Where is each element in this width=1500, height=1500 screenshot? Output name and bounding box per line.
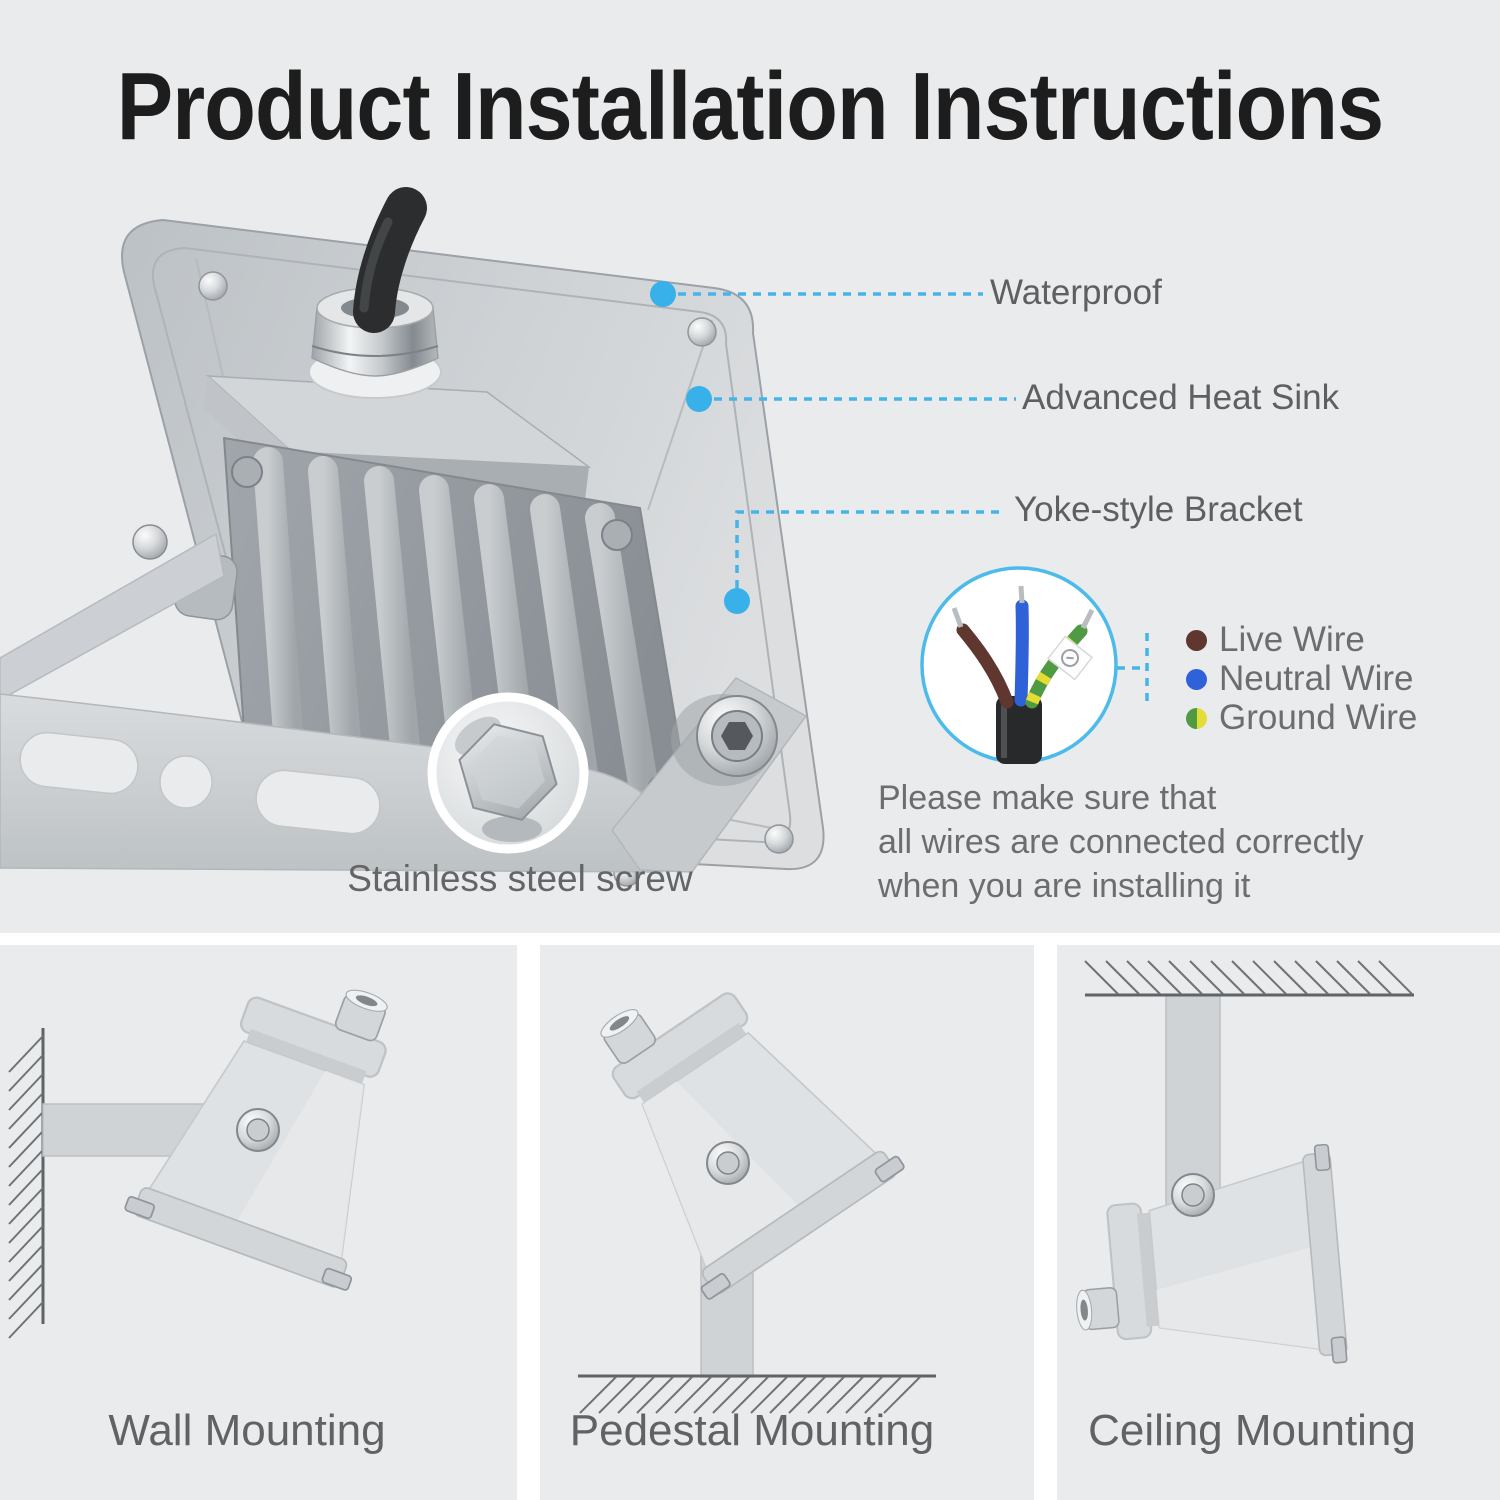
- wire-detail-magnifier-icon: [920, 566, 1118, 764]
- screw-label: Stainless steel screw: [347, 858, 693, 899]
- legend-label-live: Live Wire: [1219, 620, 1365, 659]
- corner-screw-icon: [198, 271, 228, 301]
- neutral-wire-dot-icon: [1186, 668, 1207, 690]
- panel-ceiling-mounting: [1063, 960, 1414, 1387]
- left-pivot-bolt-icon: [132, 524, 168, 560]
- cable-sheath-icon: [996, 696, 1042, 764]
- callout-heat-sink: Advanced Heat Sink: [1022, 378, 1340, 417]
- divider-vertical-left: [517, 933, 540, 1500]
- wiring-note-line: Please make sure that: [878, 779, 1217, 817]
- callout-bracket: Yoke-style Bracket: [1014, 490, 1303, 529]
- ground-wire-icon: [1025, 624, 1088, 709]
- panel-pedestal-mounting: [546, 940, 936, 1414]
- legend-item-neutral: Neutral Wire: [1186, 658, 1413, 700]
- legend-label-ground: Ground Wire: [1219, 698, 1418, 737]
- corner-screw-icon: [687, 317, 717, 347]
- leader-line-wires: [1102, 633, 1149, 703]
- ground-wire-dot-icon: [1186, 707, 1207, 729]
- pedestal-floodlight-icon: [546, 940, 907, 1303]
- screw-magnifier-icon: [427, 692, 589, 854]
- side-mounting-bolt-icon: [671, 694, 778, 786]
- page-title: Product Installation Instructions: [116, 53, 1384, 160]
- wall-pivot-bolt-icon: [236, 1108, 280, 1152]
- power-cable-icon: [353, 187, 427, 333]
- wiring-note: Please make sure that all wires are conn…: [878, 776, 1364, 908]
- divider-horizontal: [0, 933, 1500, 945]
- panel-label-ceiling: Ceiling Mounting: [1088, 1406, 1416, 1455]
- panel-label-wall: Wall Mounting: [108, 1406, 386, 1455]
- panel-wall-mounting: [8, 940, 447, 1339]
- bracket-arm: [0, 532, 225, 701]
- ground-hatch-icon: [579, 1376, 921, 1414]
- panel-label-pedestal: Pedestal Mounting: [569, 1406, 935, 1455]
- wire-tag-icon: [1046, 635, 1094, 681]
- corner-screw-icon: [764, 824, 794, 854]
- wiring-note-line: when you are installing it: [878, 867, 1251, 905]
- legend-item-ground: Ground Wire: [1186, 697, 1417, 739]
- live-wire-icon: [956, 623, 1014, 709]
- pedestal-pivot-bolt-icon: [706, 1141, 750, 1185]
- ceiling-pivot-bolt-icon: [1171, 1173, 1215, 1217]
- legend-item-live: Live Wire: [1186, 619, 1365, 661]
- live-wire-dot-icon: [1186, 629, 1207, 651]
- ceiling-hatch-icon: [1084, 960, 1413, 995]
- floodlight-rear-illustration: [0, 187, 825, 887]
- wiring-note-line: all wires are connected correctly: [878, 823, 1364, 861]
- legend-label-neutral: Neutral Wire: [1219, 659, 1414, 698]
- divider-vertical-right: [1034, 933, 1057, 1500]
- neutral-wire-icon: [1014, 599, 1029, 707]
- wall-hatch-icon: [8, 1035, 44, 1339]
- callout-waterproof: Waterproof: [990, 273, 1162, 312]
